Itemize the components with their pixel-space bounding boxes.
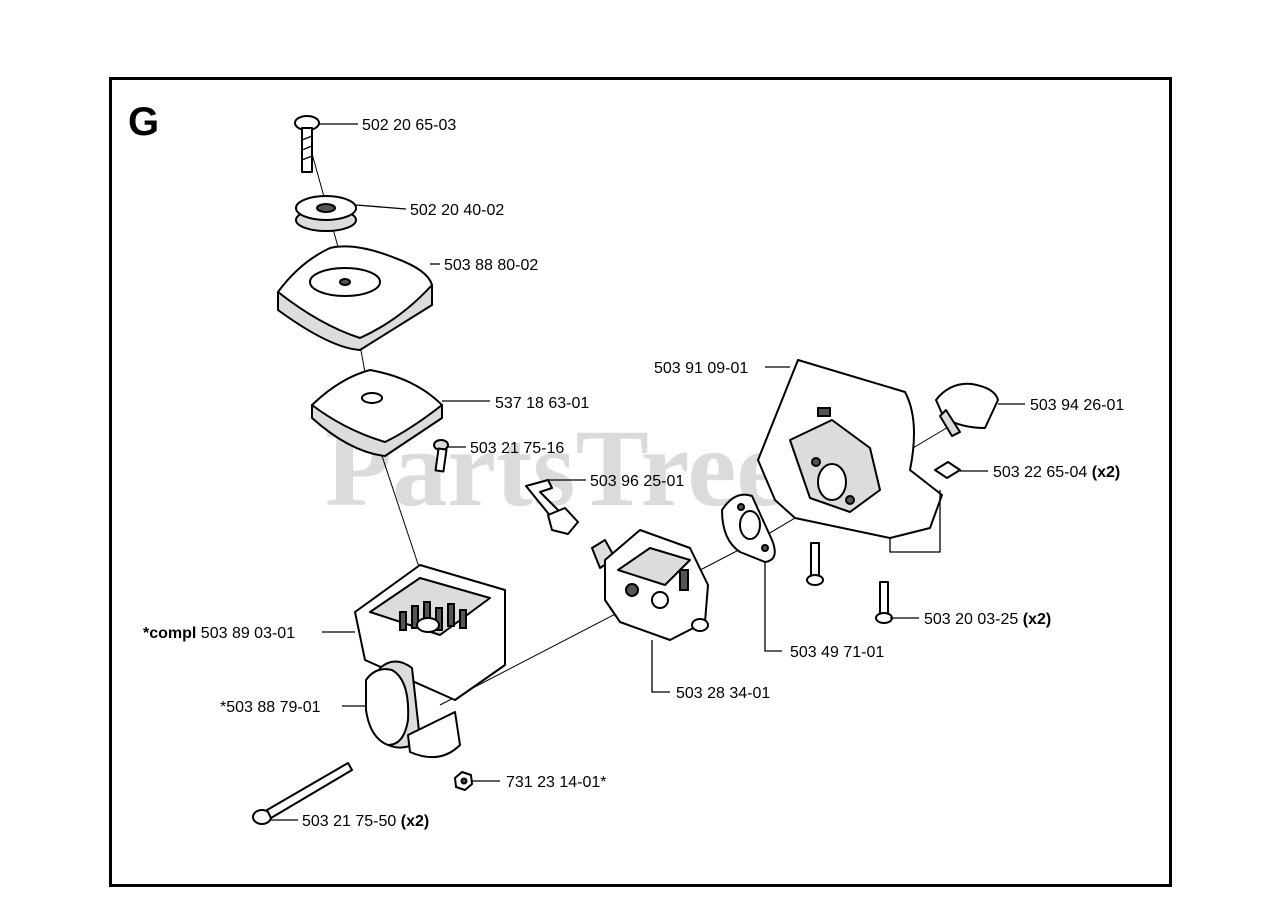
clip-part-503-94-26-01 <box>935 382 999 437</box>
carburetor-part-503-28-34-01 <box>591 529 709 641</box>
label-503-89-03-01: *compl 503 89 03-01 <box>143 625 295 642</box>
knob-part-502-20-40-02 <box>295 195 357 232</box>
label-503-88-79-01: *503 88 79-01 <box>220 699 321 716</box>
nut-part-731-23-14-01 <box>454 771 473 791</box>
nut-plate-part-503-22-65-04 <box>934 461 961 479</box>
label-503-28-34-01: 503 28 34-01 <box>676 685 770 702</box>
label-503-21-75-50-qty: (x2) <box>401 813 429 830</box>
handle-part-503-88-79-01 <box>365 660 461 759</box>
label-731-23-14-01: 731 23 14-01* <box>506 774 607 791</box>
label-503-96-25-01: 503 96 25-01 <box>590 473 684 490</box>
label-503-21-75-50-number: 503 21 75-50 <box>302 813 396 830</box>
bolt-part-503-21-75-50 <box>252 762 353 825</box>
screw-part-503-21-75-16 <box>433 439 449 473</box>
frame-bottom-rule <box>109 884 1172 887</box>
label-537-18-63-01: 537 18 63-01 <box>495 395 589 412</box>
label-503-91-09-01: 503 91 09-01 <box>654 360 748 377</box>
filter-cover-part-503-88-80-02 <box>277 245 433 351</box>
label-503-20-03-25-number: 503 20 03-25 <box>924 611 1018 628</box>
label-503-22-65-04-qty: (x2) <box>1092 464 1120 481</box>
cover-part-503-91-09-01 <box>757 359 943 539</box>
diagram-frame <box>109 77 1172 887</box>
section-letter: G <box>128 100 159 144</box>
filter-part-537-18-63-01 <box>311 369 443 457</box>
screw-part-502-20-65-03 <box>294 115 320 173</box>
label-503-88-80-02: 503 88 80-02 <box>444 257 538 274</box>
label-503-21-75-16: 503 21 75-16 <box>470 440 564 457</box>
choke-lever-part-503-96-25-01 <box>525 479 579 535</box>
label-503-20-03-25-qty: (x2) <box>1023 611 1051 628</box>
label-503-89-03-01-prefix: *compl <box>143 625 196 642</box>
gasket-part-503-49-71-01 <box>721 493 776 563</box>
label-503-49-71-01: 503 49 71-01 <box>790 644 884 661</box>
label-502-20-40-02: 502 20 40-02 <box>410 202 504 219</box>
label-503-89-03-01-number: 503 89 03-01 <box>201 625 295 642</box>
label-503-94-26-01: 503 94 26-01 <box>1030 397 1124 414</box>
axis-line-carb <box>439 539 759 706</box>
screw-part-503-20-03-25 <box>806 542 893 624</box>
label-503-22-65-04: 503 22 65-04 (x2) <box>993 464 1120 481</box>
label-503-20-03-25: 503 20 03-25 (x2) <box>924 611 1051 628</box>
label-503-21-75-50: 503 21 75-50 (x2) <box>302 813 429 830</box>
label-503-22-65-04-number: 503 22 65-04 <box>993 464 1087 481</box>
label-502-20-65-03: 502 20 65-03 <box>362 117 456 134</box>
